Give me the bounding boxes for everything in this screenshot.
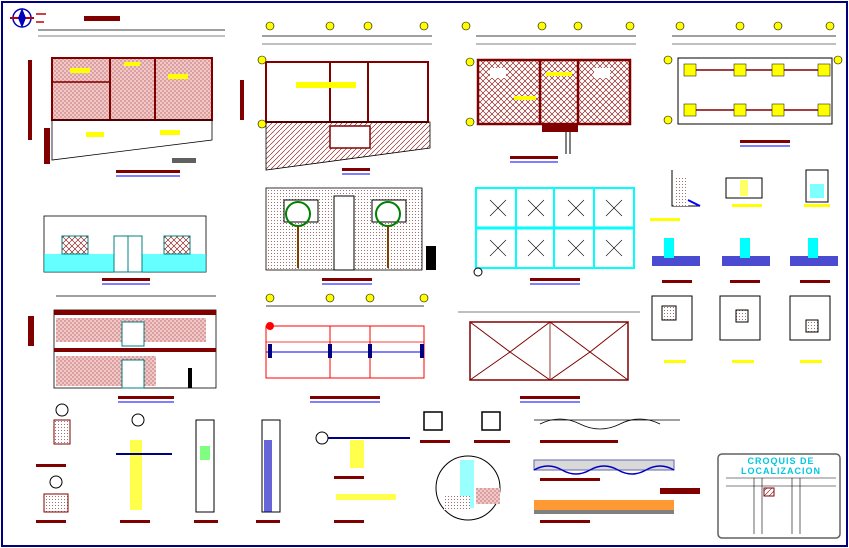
rear-elevation xyxy=(473,187,635,285)
column-beam-details xyxy=(36,403,510,523)
location-sketch-title: CROQUIS DE LOCALIZACION xyxy=(741,456,821,476)
floor-plan-3 xyxy=(461,21,636,163)
front-elevation xyxy=(43,215,207,285)
cross-section xyxy=(28,295,217,403)
location-sketch xyxy=(717,453,841,539)
side-elevation xyxy=(265,187,436,285)
beam-plan xyxy=(265,293,429,403)
floor-plan-2 xyxy=(240,21,432,175)
floor-plan-1 xyxy=(28,16,225,177)
slab-details xyxy=(533,418,700,523)
roof-plan xyxy=(458,311,640,403)
compass-logo-icon xyxy=(10,8,46,28)
foundation-details xyxy=(650,169,838,363)
foundation-plan xyxy=(663,21,843,147)
